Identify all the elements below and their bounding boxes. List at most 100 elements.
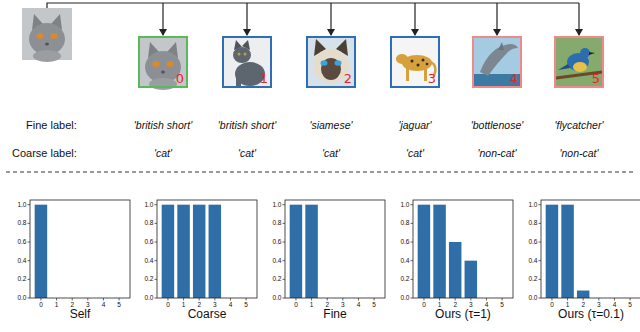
tick-mark xyxy=(283,260,286,261)
bar xyxy=(162,205,175,298)
bar xyxy=(193,205,206,298)
plot-frame xyxy=(285,200,385,298)
callout-number: 3 xyxy=(428,72,436,86)
sample-image xyxy=(306,36,356,88)
chart-caption: Coarse xyxy=(188,308,227,322)
tick-mark xyxy=(103,298,104,301)
tick-mark xyxy=(502,298,503,301)
bar xyxy=(561,205,574,298)
tick-mark xyxy=(539,223,542,224)
chart-caption: Ours (τ=1) xyxy=(435,308,491,322)
coarse-label: 'cat' xyxy=(154,147,172,159)
coarse-label: 'cat' xyxy=(238,147,256,159)
tick-mark xyxy=(327,298,328,301)
tick-mark xyxy=(567,298,568,301)
bar-charts xyxy=(28,200,640,301)
y-tick-label: 1.0 xyxy=(144,201,153,208)
sample-box: 5 xyxy=(554,36,604,88)
tick-mark xyxy=(283,204,286,205)
tick-mark xyxy=(342,298,343,301)
tick-mark xyxy=(486,298,487,301)
x-tick-label: 1 xyxy=(55,301,59,308)
y-tick-label: 1.0 xyxy=(528,201,537,208)
x-tick-label: 5 xyxy=(372,301,376,308)
tick-mark xyxy=(167,298,168,301)
tick-mark xyxy=(155,204,158,205)
tick-mark xyxy=(630,298,631,301)
plot-frame xyxy=(30,200,130,298)
y-tick-label: 0.0 xyxy=(272,294,281,301)
tick-mark xyxy=(583,298,584,301)
x-tick-label: 1 xyxy=(310,301,314,308)
tick-mark xyxy=(72,298,73,301)
tick-mark xyxy=(28,223,31,224)
tick-mark xyxy=(28,204,31,205)
tick-mark xyxy=(539,279,542,280)
anchor-image xyxy=(22,8,72,62)
tick-mark xyxy=(283,242,286,243)
y-tick-label: 0.4 xyxy=(272,257,281,264)
fine-label: 'siamese' xyxy=(309,119,352,131)
tick-mark xyxy=(155,242,158,243)
bar xyxy=(433,205,446,298)
bar xyxy=(305,205,318,298)
sample-image xyxy=(554,36,604,88)
y-tick-label: 0.8 xyxy=(528,220,537,227)
coarse-label: 'non-cat' xyxy=(477,147,516,159)
y-tick-label: 0.4 xyxy=(17,257,26,264)
y-tick-label: 0.0 xyxy=(144,294,153,301)
y-tick-label: 0.0 xyxy=(400,294,409,301)
tick-mark xyxy=(411,242,414,243)
callout-number: 5 xyxy=(592,72,600,86)
y-tick-label: 1.0 xyxy=(17,201,26,208)
tick-mark xyxy=(539,260,542,261)
tick-mark xyxy=(28,260,31,261)
fine-label: 'british short' xyxy=(134,119,192,131)
x-tick-label: 5 xyxy=(244,301,248,308)
sample-box: 0 xyxy=(138,36,188,88)
y-tick-label: 0.8 xyxy=(272,220,281,227)
x-tick-label: 5 xyxy=(117,301,121,308)
dashed-separator xyxy=(6,172,634,173)
y-tick-label: 1.0 xyxy=(272,201,281,208)
tick-mark xyxy=(87,298,88,301)
bar xyxy=(209,205,222,298)
tick-mark xyxy=(28,298,31,299)
tick-mark xyxy=(470,298,471,301)
y-tick-label: 0.6 xyxy=(272,238,281,245)
coarse-label: 'cat' xyxy=(406,147,424,159)
tick-mark xyxy=(56,298,57,301)
tick-mark xyxy=(155,279,158,280)
y-tick-label: 0.6 xyxy=(144,238,153,245)
y-tick-label: 0.2 xyxy=(17,276,26,283)
tick-mark xyxy=(539,242,542,243)
tick-mark xyxy=(411,204,414,205)
fine-label: 'jaguar' xyxy=(398,119,431,131)
y-tick-label: 0.6 xyxy=(528,238,537,245)
callout-number: 4 xyxy=(510,72,518,86)
tick-mark xyxy=(295,298,296,301)
tick-mark xyxy=(28,279,31,280)
bar xyxy=(35,205,48,298)
sample-image xyxy=(390,36,440,88)
x-tick-label: 0 xyxy=(166,301,170,308)
arrow-lines xyxy=(47,3,579,35)
plot-frame xyxy=(157,200,257,298)
tick-mark xyxy=(539,204,542,205)
tick-mark xyxy=(183,298,184,301)
tick-mark xyxy=(283,223,286,224)
x-tick-label: 0 xyxy=(294,301,298,308)
bar xyxy=(449,242,462,298)
callout-number: 2 xyxy=(344,72,352,86)
tick-mark xyxy=(411,223,414,224)
x-tick-label: 0 xyxy=(422,301,426,308)
tick-mark xyxy=(155,223,158,224)
x-tick-label: 4 xyxy=(357,301,361,308)
y-tick-label: 0.2 xyxy=(144,276,153,283)
tick-mark xyxy=(28,242,31,243)
x-tick-label: 4 xyxy=(229,301,233,308)
x-tick-label: 4 xyxy=(102,301,106,308)
y-tick-label: 0.4 xyxy=(400,257,409,264)
bar xyxy=(577,291,590,298)
